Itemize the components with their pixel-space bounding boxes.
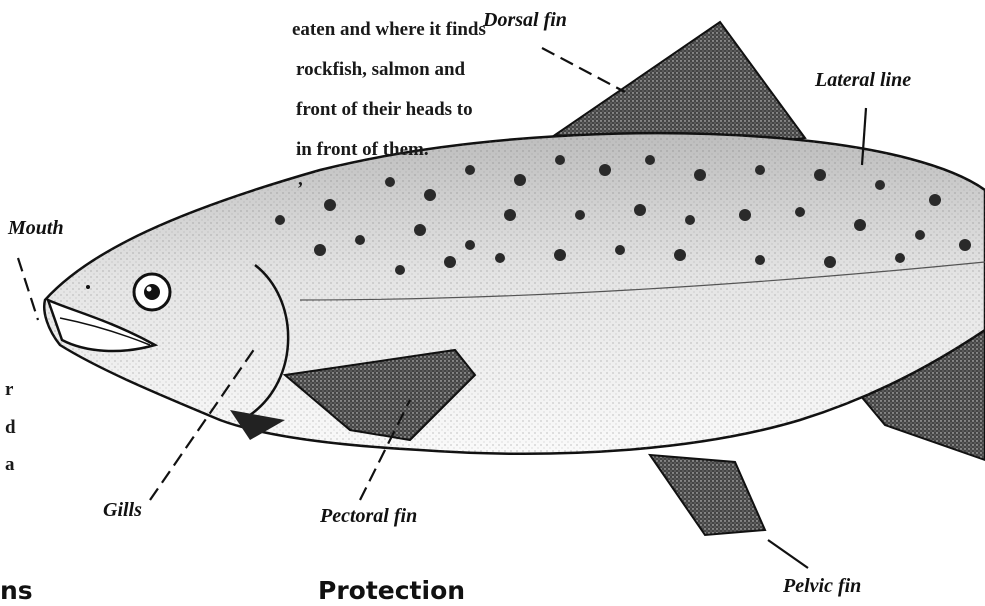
body-text-line-8: a — [5, 455, 15, 474]
section-heading-fragment: ns — [0, 578, 33, 603]
body-text-line-1: eaten and where it finds — [292, 20, 486, 39]
gills-label: Gills — [103, 500, 142, 520]
pelvic-fin-label: Pelvic fin — [783, 576, 861, 596]
body-text-line-5: , — [298, 170, 303, 189]
pectoral-fin-label: Pectoral fin — [320, 506, 417, 526]
body-text-line-4: in front of them. — [296, 140, 429, 159]
mouth-label: Mouth — [8, 218, 64, 238]
body-text-line-3: front of their heads to — [296, 100, 473, 119]
body-text-line-6: r — [5, 380, 13, 399]
section-heading-protection: Protection — [318, 578, 465, 603]
dorsal-fin — [555, 22, 805, 150]
pelvic-fin — [650, 455, 765, 535]
dorsal-fin-label: Dorsal fin — [483, 10, 567, 30]
body-text-line-7: d — [5, 418, 16, 437]
lateral-line-label: Lateral line — [815, 70, 911, 90]
body-text-line-2: rockfish, salmon and — [296, 60, 465, 79]
